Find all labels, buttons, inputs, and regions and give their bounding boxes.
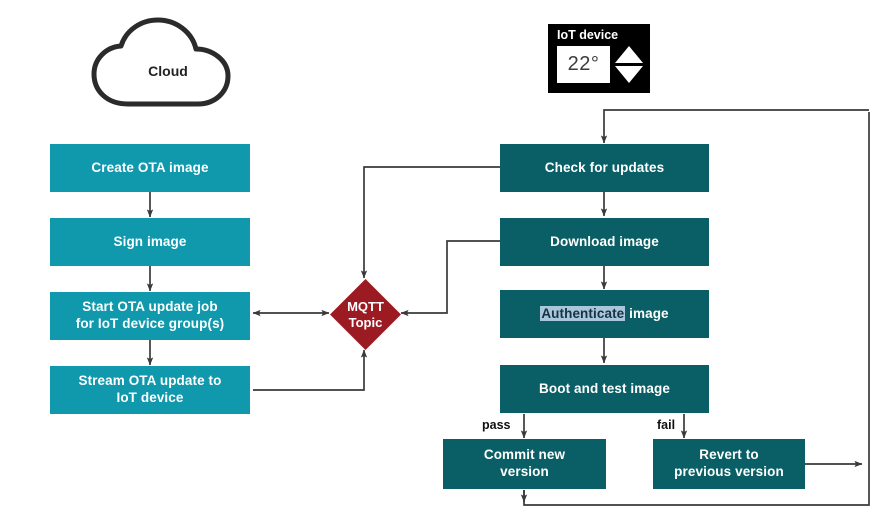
- node-sign-image[interactable]: Sign image: [50, 218, 250, 266]
- node-revert-to-previous-version[interactable]: Revert to previous version: [653, 439, 805, 489]
- triangle-up-icon[interactable]: [615, 45, 643, 63]
- mqtt-topic-label: MQTT Topic: [347, 299, 384, 330]
- node-boot-and-test-image[interactable]: Boot and test image: [500, 365, 709, 413]
- node-label: Start OTA update job for IoT device grou…: [75, 299, 225, 331]
- iot-device-graphic: IoT device 22°: [548, 24, 650, 93]
- node-label: Create OTA image: [91, 159, 209, 175]
- node-commit-new-version[interactable]: Commit new version: [443, 439, 606, 489]
- cloud-shape: Cloud: [88, 16, 248, 116]
- node-label: Check for updates: [544, 159, 665, 175]
- node-label-rest: image: [629, 305, 669, 321]
- node-download-image[interactable]: Download image: [500, 218, 709, 266]
- temperature-display: 22°: [557, 45, 610, 83]
- edge-download-image-to-mqtt: [400, 240, 500, 317]
- node-label: Revert to previous version: [674, 447, 784, 479]
- edge-loop-back-to-check-updates: [600, 109, 869, 144]
- node-label: Download image: [550, 233, 659, 249]
- mqtt-topic-label-line2: Topic: [348, 314, 383, 330]
- node-authenticate-image[interactable]: Authenticate image: [500, 290, 709, 338]
- mqtt-topic-label-line1: MQTT: [347, 298, 384, 314]
- node-label: Stream OTA update to IoT device: [78, 373, 222, 405]
- edge-label-pass: pass: [482, 418, 511, 432]
- edge-stream-to-mqtt: [253, 349, 368, 391]
- cloud-icon: [91, 17, 231, 107]
- edge-check-updates-to-mqtt: [360, 166, 500, 279]
- node-start-ota-update-job[interactable]: Start OTA update job for IoT device grou…: [50, 292, 250, 340]
- node-create-ota-image[interactable]: Create OTA image: [50, 144, 250, 192]
- iot-device-body: 22°: [557, 45, 643, 83]
- node-stream-ota-update[interactable]: Stream OTA update to IoT device: [50, 366, 250, 414]
- edge-label-fail: fail: [657, 418, 676, 432]
- iot-device-title: IoT device: [557, 28, 619, 42]
- node-label: Commit new version: [483, 447, 566, 479]
- node-check-for-updates[interactable]: Check for updates: [500, 144, 709, 192]
- node-label: Boot and test image: [539, 380, 670, 396]
- node-label: Authenticate image: [540, 305, 669, 323]
- temperature-stepper[interactable]: [615, 45, 643, 83]
- cloud-label: Cloud: [148, 63, 188, 79]
- node-mqtt-topic[interactable]: MQTT Topic: [330, 279, 401, 350]
- node-label: Sign image: [113, 233, 187, 249]
- node-label-selected-text: Authenticate: [540, 305, 626, 321]
- triangle-down-icon[interactable]: [615, 65, 643, 83]
